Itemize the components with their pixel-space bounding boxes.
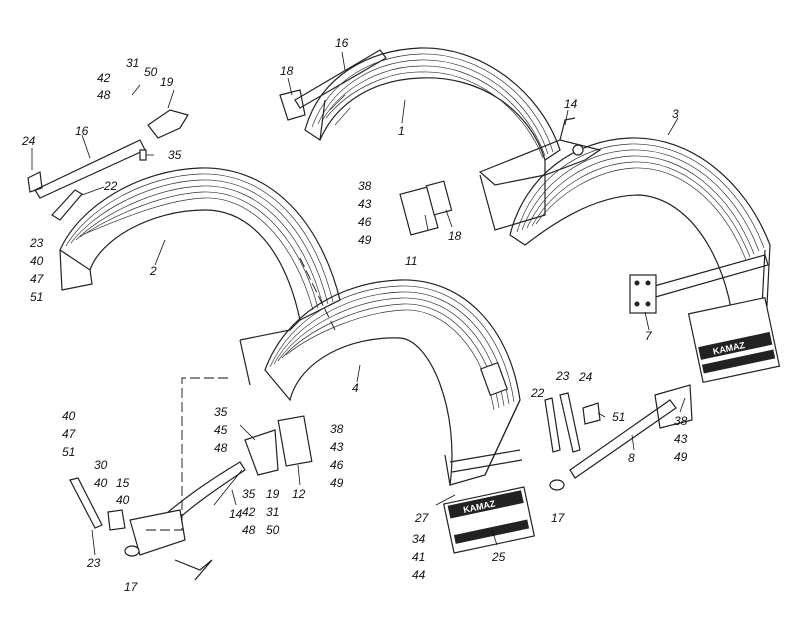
label-49: 49	[358, 233, 372, 247]
label-40-lower-left: 40	[94, 476, 108, 490]
tube-7	[629, 254, 769, 314]
label-15: 15	[116, 476, 130, 490]
bushing-17-left	[124, 545, 140, 557]
label-51-left: 51	[62, 445, 75, 459]
label-49-right: 49	[674, 450, 688, 464]
label-41: 41	[412, 550, 425, 564]
label-8: 8	[628, 451, 635, 465]
label-46: 46	[358, 215, 372, 229]
fender-3: KAMAZ	[509, 137, 781, 384]
plate-12	[277, 415, 313, 467]
label-40-left: 40	[62, 409, 76, 423]
label-38: 38	[358, 179, 372, 193]
label-14: 14	[564, 97, 578, 111]
label-48-lower: 48	[214, 441, 228, 455]
label-14-lower: 14	[229, 507, 243, 521]
label-25: 25	[491, 550, 506, 564]
label-19: 19	[160, 75, 174, 89]
label-35: 35	[168, 148, 182, 162]
bracket-18-top	[279, 89, 306, 121]
label-51: 51	[30, 290, 43, 304]
label-19-bottom: 19	[266, 487, 280, 501]
label-42-bottom: 42	[242, 505, 256, 519]
bushing-17-right	[549, 479, 565, 491]
label-18-mid: 18	[448, 229, 462, 243]
label-42: 42	[97, 71, 111, 85]
label-47: 47	[30, 272, 45, 286]
label-40: 40	[30, 254, 44, 268]
bolt-35	[139, 149, 147, 161]
fender-2	[59, 167, 341, 386]
label-16-left: 16	[75, 124, 89, 138]
label-23-right: 23	[555, 369, 570, 383]
bracket-23-right	[559, 392, 581, 453]
label-3: 3	[672, 107, 679, 121]
label-48-bottom: 48	[242, 523, 256, 537]
label-24-right: 24	[578, 370, 593, 384]
tube-8	[569, 399, 677, 479]
label-17-left: 17	[124, 580, 139, 594]
label-38-lower: 38	[330, 422, 344, 436]
label-18: 18	[280, 64, 294, 78]
label-31: 31	[126, 56, 139, 70]
label-24: 24	[21, 134, 36, 148]
label-48: 48	[97, 88, 111, 102]
tube-16-top	[294, 49, 387, 109]
label-50: 50	[144, 65, 158, 79]
clamp-51-right	[582, 402, 601, 425]
label-43-right: 43	[674, 432, 688, 446]
bracket-8-end	[654, 384, 693, 429]
label-11: 11	[405, 254, 417, 268]
bracket-30	[69, 477, 103, 529]
leader-lines	[31, 51, 686, 556]
label-30: 30	[94, 458, 108, 472]
label-47-left: 47	[62, 427, 77, 441]
label-35-lower: 35	[214, 405, 228, 419]
label-23-lower: 23	[86, 556, 101, 570]
fender-1	[304, 47, 561, 231]
bracket-15	[107, 509, 126, 531]
label-44: 44	[412, 568, 426, 582]
label-43: 43	[358, 197, 372, 211]
bracket-22-right	[544, 397, 561, 453]
label-7: 7	[645, 329, 653, 343]
label-12: 12	[292, 487, 306, 501]
bracket-14-lower	[129, 509, 186, 556]
label-49-lower: 49	[330, 476, 344, 490]
label-43-lower: 43	[330, 440, 344, 454]
label-1: 1	[398, 124, 405, 138]
plate-18	[425, 180, 453, 216]
label-16: 16	[335, 36, 349, 50]
label-34: 34	[412, 532, 426, 546]
label-4: 4	[352, 381, 359, 395]
label-45: 45	[214, 423, 228, 437]
assembly-line	[145, 377, 228, 531]
mudflap-25: KAMAZ	[442, 449, 536, 554]
bracket-22-left	[51, 189, 83, 221]
label-22: 22	[103, 179, 118, 193]
label-31-bottom: 31	[266, 505, 279, 519]
label-23: 23	[29, 236, 44, 250]
label-51-right: 51	[612, 410, 625, 424]
label-35-bottom: 35	[242, 487, 256, 501]
bracket-19-lower	[244, 429, 279, 476]
label-38-right: 38	[674, 414, 688, 428]
label-40-lower-left-2: 40	[116, 493, 130, 507]
tube-14-rear	[478, 117, 602, 186]
label-2: 2	[149, 264, 157, 278]
fender-4	[264, 279, 521, 486]
label-27: 27	[414, 511, 430, 525]
label-50-bottom: 50	[266, 523, 280, 537]
label-46-lower: 46	[330, 458, 344, 472]
bracket-19-top	[147, 109, 189, 139]
label-17-right: 17	[551, 511, 566, 525]
wire-lower	[174, 559, 213, 581]
label-22-right: 22	[530, 386, 545, 400]
